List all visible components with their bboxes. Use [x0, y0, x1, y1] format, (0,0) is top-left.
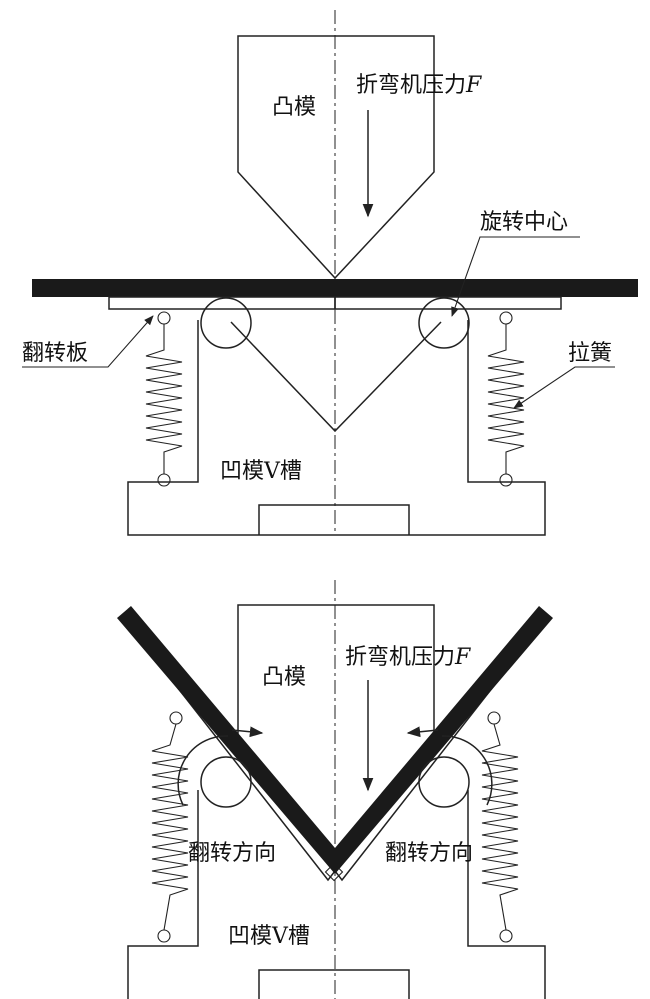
top-pivot-roller-right: [418, 297, 470, 349]
bottom-figure: 凸模 折弯机压力F 翻转方向 翻转方向 凹模V槽: [117, 580, 553, 999]
bottom-pivot-roller-right: [418, 756, 470, 808]
bottom-die-body: [127, 790, 546, 999]
bottom-spring-left: [151, 711, 189, 943]
top-v-groove: [230, 321, 442, 433]
bottom-pivot-roller-left: [200, 756, 252, 808]
bottom-dir-left-label: 翻转方向: [188, 841, 276, 866]
top-flip-plate-right: [334, 296, 562, 310]
bottom-rotation-arc-right: [441, 735, 493, 806]
top-flip-plate-leader: [22, 315, 154, 368]
bottom-dir-right-label: 翻转方向: [385, 841, 473, 866]
bottom-rotation-arrow-left: [231, 726, 264, 738]
top-spring-left: [145, 311, 183, 487]
top-pivot-leader: [451, 236, 580, 317]
bottom-die-label: 凹模V槽: [228, 924, 310, 949]
top-figure: 凸模 折弯机压力F 旋转中心 翻转板 拉簧 凹模V槽: [22, 10, 638, 536]
bottom-punch-label: 凸模: [262, 665, 306, 690]
bottom-punch: [237, 604, 435, 857]
bottom-rotation-arrow-right: [406, 726, 439, 738]
top-punch-label: 凸模: [272, 95, 316, 120]
top-die-label: 凹模V槽: [220, 459, 302, 484]
bottom-spring-right: [481, 711, 519, 943]
top-die-body: [127, 320, 546, 536]
top-sheet-metal: [32, 279, 638, 297]
top-flip-plate-label: 翻转板: [22, 341, 88, 366]
top-punch: [237, 35, 435, 280]
top-pivot-label: 旋转中心: [480, 210, 568, 235]
bottom-force-label: 折弯机压力F: [345, 645, 471, 670]
top-pivot-roller-left: [200, 297, 252, 349]
top-spring-leader: [513, 366, 615, 409]
top-spring-label: 拉簧: [568, 341, 612, 366]
top-spring-right: [487, 311, 525, 487]
top-force-label: 折弯机压力F: [356, 73, 482, 98]
